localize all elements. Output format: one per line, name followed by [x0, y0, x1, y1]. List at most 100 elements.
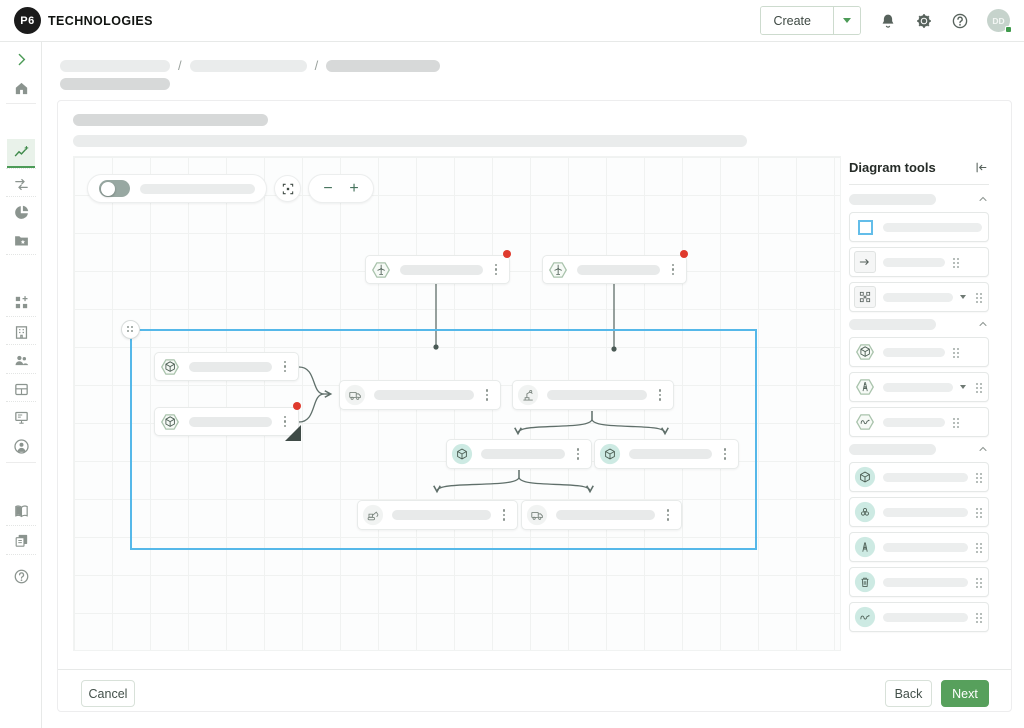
- node-menu-button[interactable]: [280, 415, 290, 428]
- section-title-skeleton: [849, 193, 936, 205]
- node-label-skeleton: [189, 416, 272, 427]
- panel-grid-icon: [14, 383, 28, 395]
- breadcrumb: / /: [60, 58, 441, 73]
- node-wind-turbine-1[interactable]: [365, 255, 510, 284]
- node-menu-button[interactable]: [573, 448, 583, 460]
- drag-handle-icon[interactable]: [975, 506, 982, 518]
- node-menu-button[interactable]: [720, 448, 730, 460]
- create-button[interactable]: Create: [761, 7, 833, 34]
- node-menu-button[interactable]: [668, 263, 678, 276]
- diagram-tools-panel: Diagram tools: [849, 156, 989, 651]
- node-product-cube-1[interactable]: [446, 439, 592, 469]
- tool-matrix[interactable]: [849, 282, 989, 312]
- node-robot-arm[interactable]: [512, 380, 674, 410]
- node-menu-button[interactable]: [499, 509, 509, 521]
- node-wind-turbine-2[interactable]: [542, 255, 687, 284]
- chevron-up-icon[interactable]: [977, 443, 989, 455]
- tool-asset-cube[interactable]: [849, 337, 989, 367]
- help-icon[interactable]: [951, 12, 969, 30]
- tool-molecules[interactable]: [849, 497, 989, 527]
- sidebar-item-home[interactable]: [7, 74, 35, 102]
- sidebar-item-panels[interactable]: [7, 375, 35, 403]
- node-menu-button[interactable]: [482, 389, 492, 401]
- drag-handle-icon[interactable]: [975, 576, 982, 588]
- node-excavator[interactable]: [357, 500, 518, 530]
- drag-handle-icon[interactable]: [952, 346, 959, 358]
- avatar[interactable]: DD: [987, 9, 1012, 33]
- sidebar-item-projects[interactable]: [7, 226, 35, 254]
- tool-pipeline[interactable]: [849, 407, 989, 437]
- tool-connector-arrow[interactable]: [849, 247, 989, 277]
- tower-hex-icon: [856, 379, 874, 395]
- drag-handle-icon[interactable]: [975, 471, 982, 483]
- chevron-up-icon[interactable]: [977, 193, 989, 205]
- sidebar-item-transfers[interactable]: [7, 170, 35, 198]
- section-title-skeleton: [849, 318, 936, 330]
- gear-icon[interactable]: [915, 12, 933, 30]
- back-button[interactable]: Back: [885, 680, 932, 707]
- node-label-skeleton: [547, 390, 647, 400]
- node-truck-1[interactable]: [339, 380, 501, 410]
- tool-pipeline-product[interactable]: [849, 602, 989, 632]
- tool-label-skeleton: [883, 347, 945, 357]
- sidebar-item-diagrams[interactable]: [7, 139, 35, 168]
- node-menu-button[interactable]: [655, 389, 665, 401]
- sidebar-item-apps[interactable]: [7, 288, 35, 316]
- chevron-up-icon[interactable]: [977, 318, 989, 330]
- top-bar: P6 TECHNOLOGIES Create DD: [0, 0, 1024, 42]
- node-menu-button[interactable]: [280, 360, 290, 373]
- selection-rectangle[interactable]: [130, 329, 757, 550]
- sidebar-expand-button[interactable]: [7, 45, 35, 73]
- excavator-icon: [362, 504, 384, 526]
- content-card: − +: [57, 100, 1012, 712]
- sidebar-item-organization[interactable]: [7, 318, 35, 346]
- collapse-panel-icon[interactable]: [974, 160, 989, 175]
- node-menu-button[interactable]: [663, 509, 673, 521]
- drag-handle-icon[interactable]: [975, 291, 982, 303]
- next-button[interactable]: Next: [941, 680, 989, 707]
- tool-tower-product[interactable]: [849, 532, 989, 562]
- diagram-canvas[interactable]: − +: [73, 156, 841, 651]
- toggle-switch[interactable]: [99, 180, 130, 197]
- sidebar-item-users[interactable]: [7, 346, 35, 374]
- dropdown-caret-icon[interactable]: [960, 385, 966, 389]
- node-truck-2[interactable]: [521, 500, 682, 530]
- node-label-skeleton: [400, 264, 483, 275]
- drag-handle-icon[interactable]: [952, 416, 959, 428]
- node-product-cube-2[interactable]: [594, 439, 739, 469]
- tools-panel-header: Diagram tools: [849, 156, 989, 178]
- sidebar-item-analytics[interactable]: [7, 198, 35, 226]
- drag-handle-icon[interactable]: [975, 541, 982, 553]
- drag-handle-icon[interactable]: [952, 256, 959, 268]
- tool-select-rectangle[interactable]: [849, 212, 989, 242]
- breadcrumb-skeleton-2: [189, 59, 307, 72]
- sidebar-item-library[interactable]: [7, 526, 35, 554]
- bell-icon[interactable]: [879, 12, 897, 30]
- tool-waste[interactable]: [849, 567, 989, 597]
- zoom-in-button[interactable]: +: [344, 180, 363, 197]
- drag-handle-icon[interactable]: [975, 611, 982, 623]
- sidebar-item-workstations[interactable]: [7, 403, 35, 431]
- sidebar-item-docs[interactable]: [7, 497, 35, 525]
- folder-star-icon: [14, 235, 28, 245]
- node-menu-button[interactable]: [491, 263, 501, 276]
- drag-handle-icon[interactable]: [975, 381, 982, 393]
- sidebar-item-help[interactable]: [7, 562, 35, 590]
- fit-view-button[interactable]: [274, 175, 301, 202]
- node-asset-cube-2[interactable]: [154, 407, 299, 436]
- divider: [849, 184, 989, 185]
- tools-section-header-1: [849, 193, 989, 205]
- node-label-skeleton: [189, 361, 272, 372]
- tool-label-skeleton: [883, 507, 968, 517]
- drag-dots-icon: [126, 325, 135, 334]
- selection-drag-handle[interactable]: [121, 320, 140, 339]
- sidebar-item-account[interactable]: [7, 432, 35, 460]
- create-dropdown-button[interactable]: [833, 7, 860, 34]
- dropdown-caret-icon[interactable]: [960, 295, 966, 299]
- cancel-button[interactable]: Cancel: [81, 680, 135, 707]
- tool-product-cube[interactable]: [849, 462, 989, 492]
- alert-dot: [293, 402, 301, 410]
- tool-transmission-tower[interactable]: [849, 372, 989, 402]
- zoom-out-button[interactable]: −: [318, 180, 337, 197]
- node-asset-cube-1[interactable]: [154, 352, 299, 381]
